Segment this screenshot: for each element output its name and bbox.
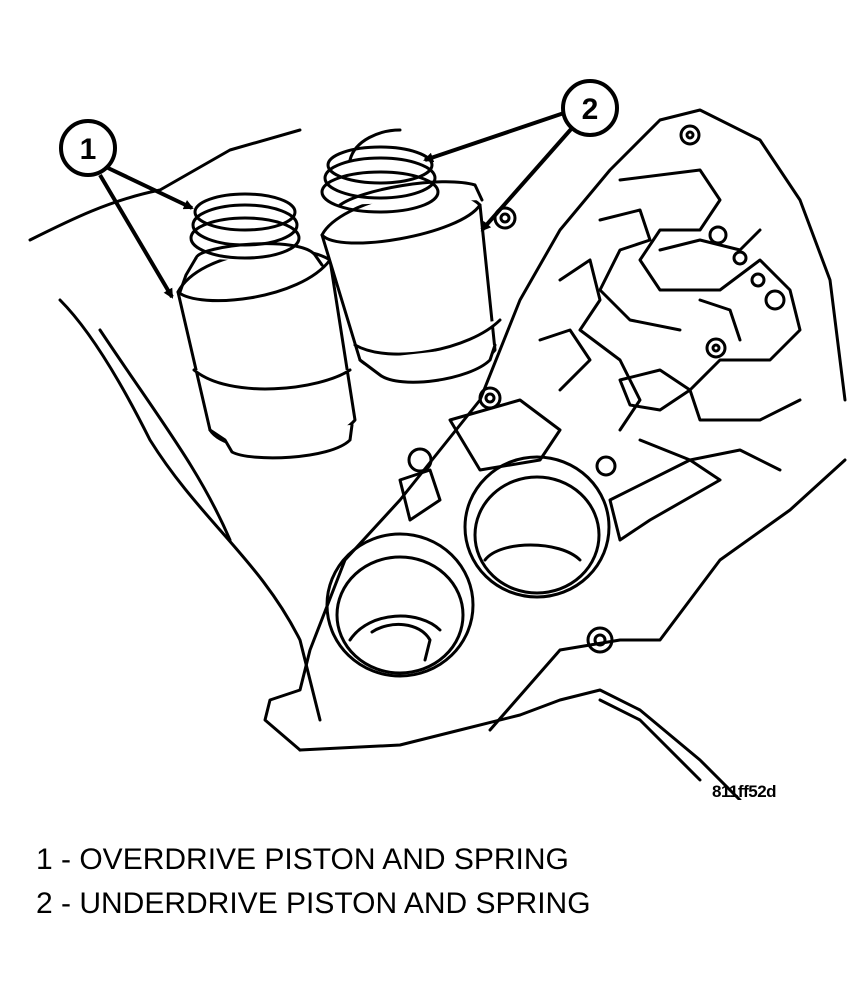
leader-arrow-2b <box>480 126 574 232</box>
legend-item-1: 1 - OVERDRIVE PISTON AND SPRING <box>36 843 569 876</box>
housing-outline <box>28 128 302 242</box>
bolt-hole <box>595 455 617 477</box>
bolt-hole <box>407 447 433 473</box>
overdrive-piston-bore <box>325 532 475 678</box>
bolt-hole <box>732 250 748 266</box>
leader-arrow-2a <box>423 111 565 163</box>
leader-arrow-1a <box>107 166 194 210</box>
bolt-hole <box>705 337 727 359</box>
underdrive-piston <box>320 180 502 384</box>
leader-arrow-1b <box>98 173 174 299</box>
legend-item-2: 2 - UNDERDRIVE PISTON AND SPRING <box>36 887 591 920</box>
bolt-hole <box>708 225 728 245</box>
valve-channel <box>618 168 802 422</box>
bolt-hole <box>764 289 786 311</box>
legend: 1 - OVERDRIVE PISTON AND SPRING 2 - UNDE… <box>36 838 591 926</box>
bolt-hole <box>478 386 502 410</box>
figure-id: 811ff52d <box>712 782 777 801</box>
overdrive-spring <box>189 192 301 260</box>
callout-2: 2 <box>561 79 619 137</box>
callout-2-label: 2 <box>582 93 599 126</box>
callout-1: 1 <box>59 119 117 177</box>
transmission-diagram: 1 2 <box>28 79 847 800</box>
bolt-hole <box>750 272 766 288</box>
underdrive-piston-bore <box>463 455 611 599</box>
callout-1-label: 1 <box>80 133 97 166</box>
bolt-hole <box>586 626 614 654</box>
bolt-hole <box>679 124 701 146</box>
overdrive-piston <box>176 242 357 460</box>
underdrive-spring <box>320 128 440 214</box>
valve-body-outline <box>263 108 847 752</box>
